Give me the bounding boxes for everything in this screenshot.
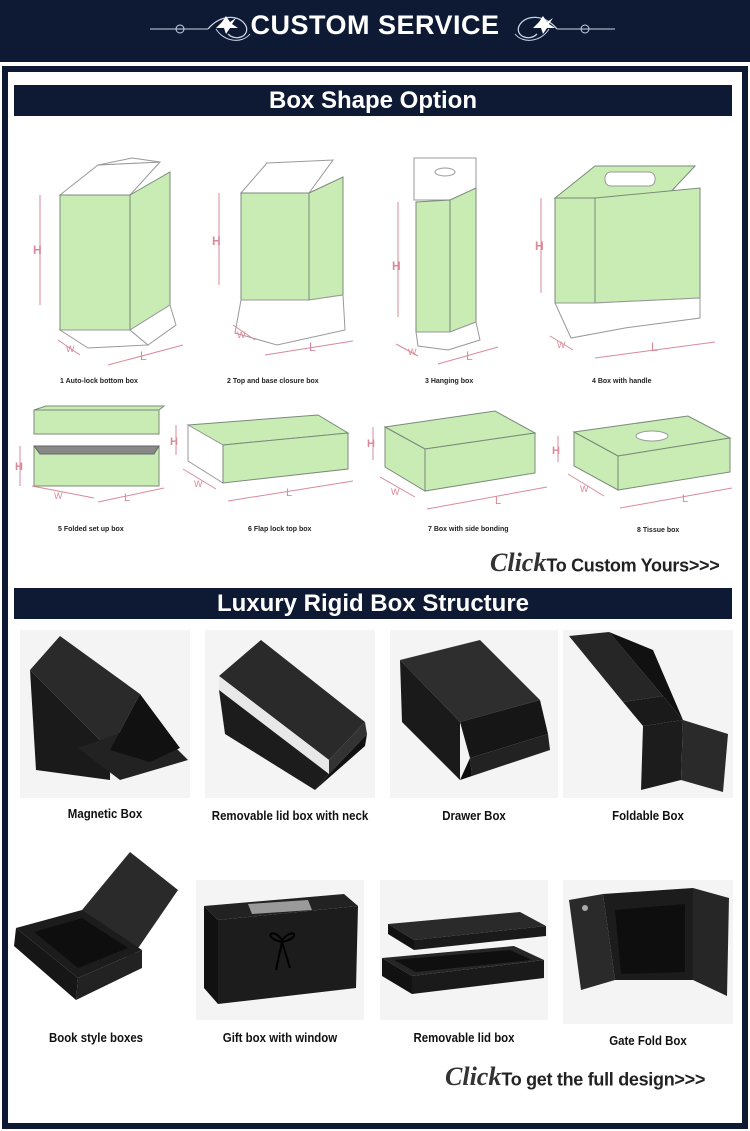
rigid-box-label-8: Gate Fold Box: [609, 1033, 687, 1048]
box-shape-side-bonding: H W L: [365, 405, 555, 523]
custom-yours-link[interactable]: ClickTo Custom Yours>>>: [490, 548, 720, 578]
removable-lid-box-icon: [382, 912, 546, 994]
top-base-closure-box-icon: H W L: [212, 159, 354, 356]
svg-text:W: W: [54, 491, 63, 501]
section-title-box-shape: Box Shape Option: [14, 85, 732, 116]
side-bonding-box-icon: H W L: [367, 410, 548, 510]
svg-text:H: H: [170, 436, 178, 448]
rigid-box-gate-fold: [563, 880, 733, 1024]
rigid-box-book-style: [12, 850, 180, 1018]
folded-setup-box-icon: H W L: [15, 405, 166, 504]
svg-text:W: W: [408, 347, 417, 357]
box-shape-flap-lock: H W L: [168, 405, 358, 523]
rigid-box-label-1: Magnetic Box: [67, 806, 143, 821]
book-style-box-icon: [14, 852, 178, 1000]
rigid-box-label-2: Removable lid box with neck: [211, 808, 369, 823]
svg-text:H: H: [33, 243, 42, 257]
rigid-box-magnetic: [20, 630, 190, 798]
svg-text:H: H: [367, 438, 375, 450]
box-shape-label-4: 4 Box with handle: [592, 378, 652, 385]
svg-text:H: H: [535, 239, 544, 253]
custom-yours-text: To Custom Yours>>>: [546, 554, 720, 576]
rigid-box-gift-window: [196, 880, 364, 1020]
rigid-box-label-6: Gift box with window: [222, 1030, 338, 1045]
svg-text:H: H: [392, 259, 401, 273]
svg-text:L: L: [309, 340, 316, 354]
box-shape-tissue: H W L: [548, 410, 738, 528]
rigid-box-drawer: [390, 630, 558, 798]
box-shape-label-5: 5 Folded set up box: [58, 526, 124, 533]
svg-text:L: L: [140, 349, 147, 363]
box-shape-label-6: 6 Flap lock top box: [248, 526, 312, 533]
svg-text:L: L: [466, 349, 473, 363]
foldable-box-icon: [569, 632, 728, 792]
box-shape-auto-lock: H W L: [28, 150, 193, 375]
tissue-box-icon: H W L: [552, 415, 733, 509]
rigid-box-label-7: Removable lid box: [413, 1030, 515, 1045]
box-shape-top-base-closure: H W L: [205, 155, 365, 375]
flap-lock-box-icon: H W L: [170, 414, 354, 502]
gift-window-box-icon: [204, 894, 358, 1004]
svg-text:W: W: [66, 344, 75, 354]
ornament-right-icon: [514, 16, 615, 41]
top-banner: CUSTOM SERVICE: [0, 0, 750, 62]
box-shape-folded-setup: H W L: [14, 402, 174, 520]
svg-text:W: W: [194, 479, 203, 489]
removable-neck-box-icon: [219, 640, 367, 790]
click-word: Click: [490, 548, 547, 577]
svg-text:W: W: [237, 330, 246, 340]
click-word-2: Click: [445, 1062, 502, 1091]
box-shape-hanging: H W L: [388, 152, 508, 374]
page-title: CUSTOM SERVICE: [250, 10, 500, 40]
svg-text:L: L: [682, 493, 688, 505]
box-shape-label-1: 1 Auto-lock bottom box: [60, 378, 138, 385]
box-shape-label-2: 2 Top and base closure box: [227, 378, 319, 385]
rigid-box-label-5: Book style boxes: [48, 1030, 144, 1045]
section-title-rigid: Luxury Rigid Box Structure: [14, 588, 732, 619]
svg-text:L: L: [651, 340, 658, 354]
svg-text:L: L: [495, 495, 501, 507]
rigid-box-removable-neck: [205, 630, 375, 798]
svg-text:H: H: [552, 445, 560, 457]
drawer-box-icon: [400, 640, 550, 780]
rigid-box-label-4: Foldable Box: [612, 808, 684, 823]
svg-text:W: W: [580, 484, 589, 494]
svg-text:L: L: [124, 492, 130, 504]
svg-text:H: H: [15, 461, 23, 473]
magnetic-box-icon: [30, 636, 188, 780]
hanging-box-icon: H W L: [392, 157, 499, 365]
full-design-link[interactable]: ClickTo get the full design>>>: [445, 1062, 705, 1092]
svg-text:H: H: [212, 234, 221, 248]
rigid-box-label-3: Drawer Box: [442, 808, 506, 823]
full-design-text: To get the full design>>>: [501, 1068, 706, 1090]
box-shape-with-handle: H W L: [535, 158, 725, 373]
rigid-box-foldable: [563, 630, 733, 798]
svg-text:W: W: [557, 340, 566, 350]
handle-box-icon: H W L: [535, 165, 716, 359]
gate-fold-box-icon: [569, 888, 729, 996]
auto-lock-box-icon: H W L: [33, 157, 184, 366]
ornament-left-icon: [150, 16, 251, 41]
box-shape-label-7: 7 Box with side bonding: [428, 526, 509, 533]
box-shape-label-8: 8 Tissue box: [637, 527, 680, 534]
svg-text:W: W: [391, 487, 400, 497]
box-shape-label-3: 3 Hanging box: [425, 378, 474, 385]
rigid-box-removable-lid: [380, 880, 548, 1020]
svg-text:L: L: [286, 487, 292, 499]
